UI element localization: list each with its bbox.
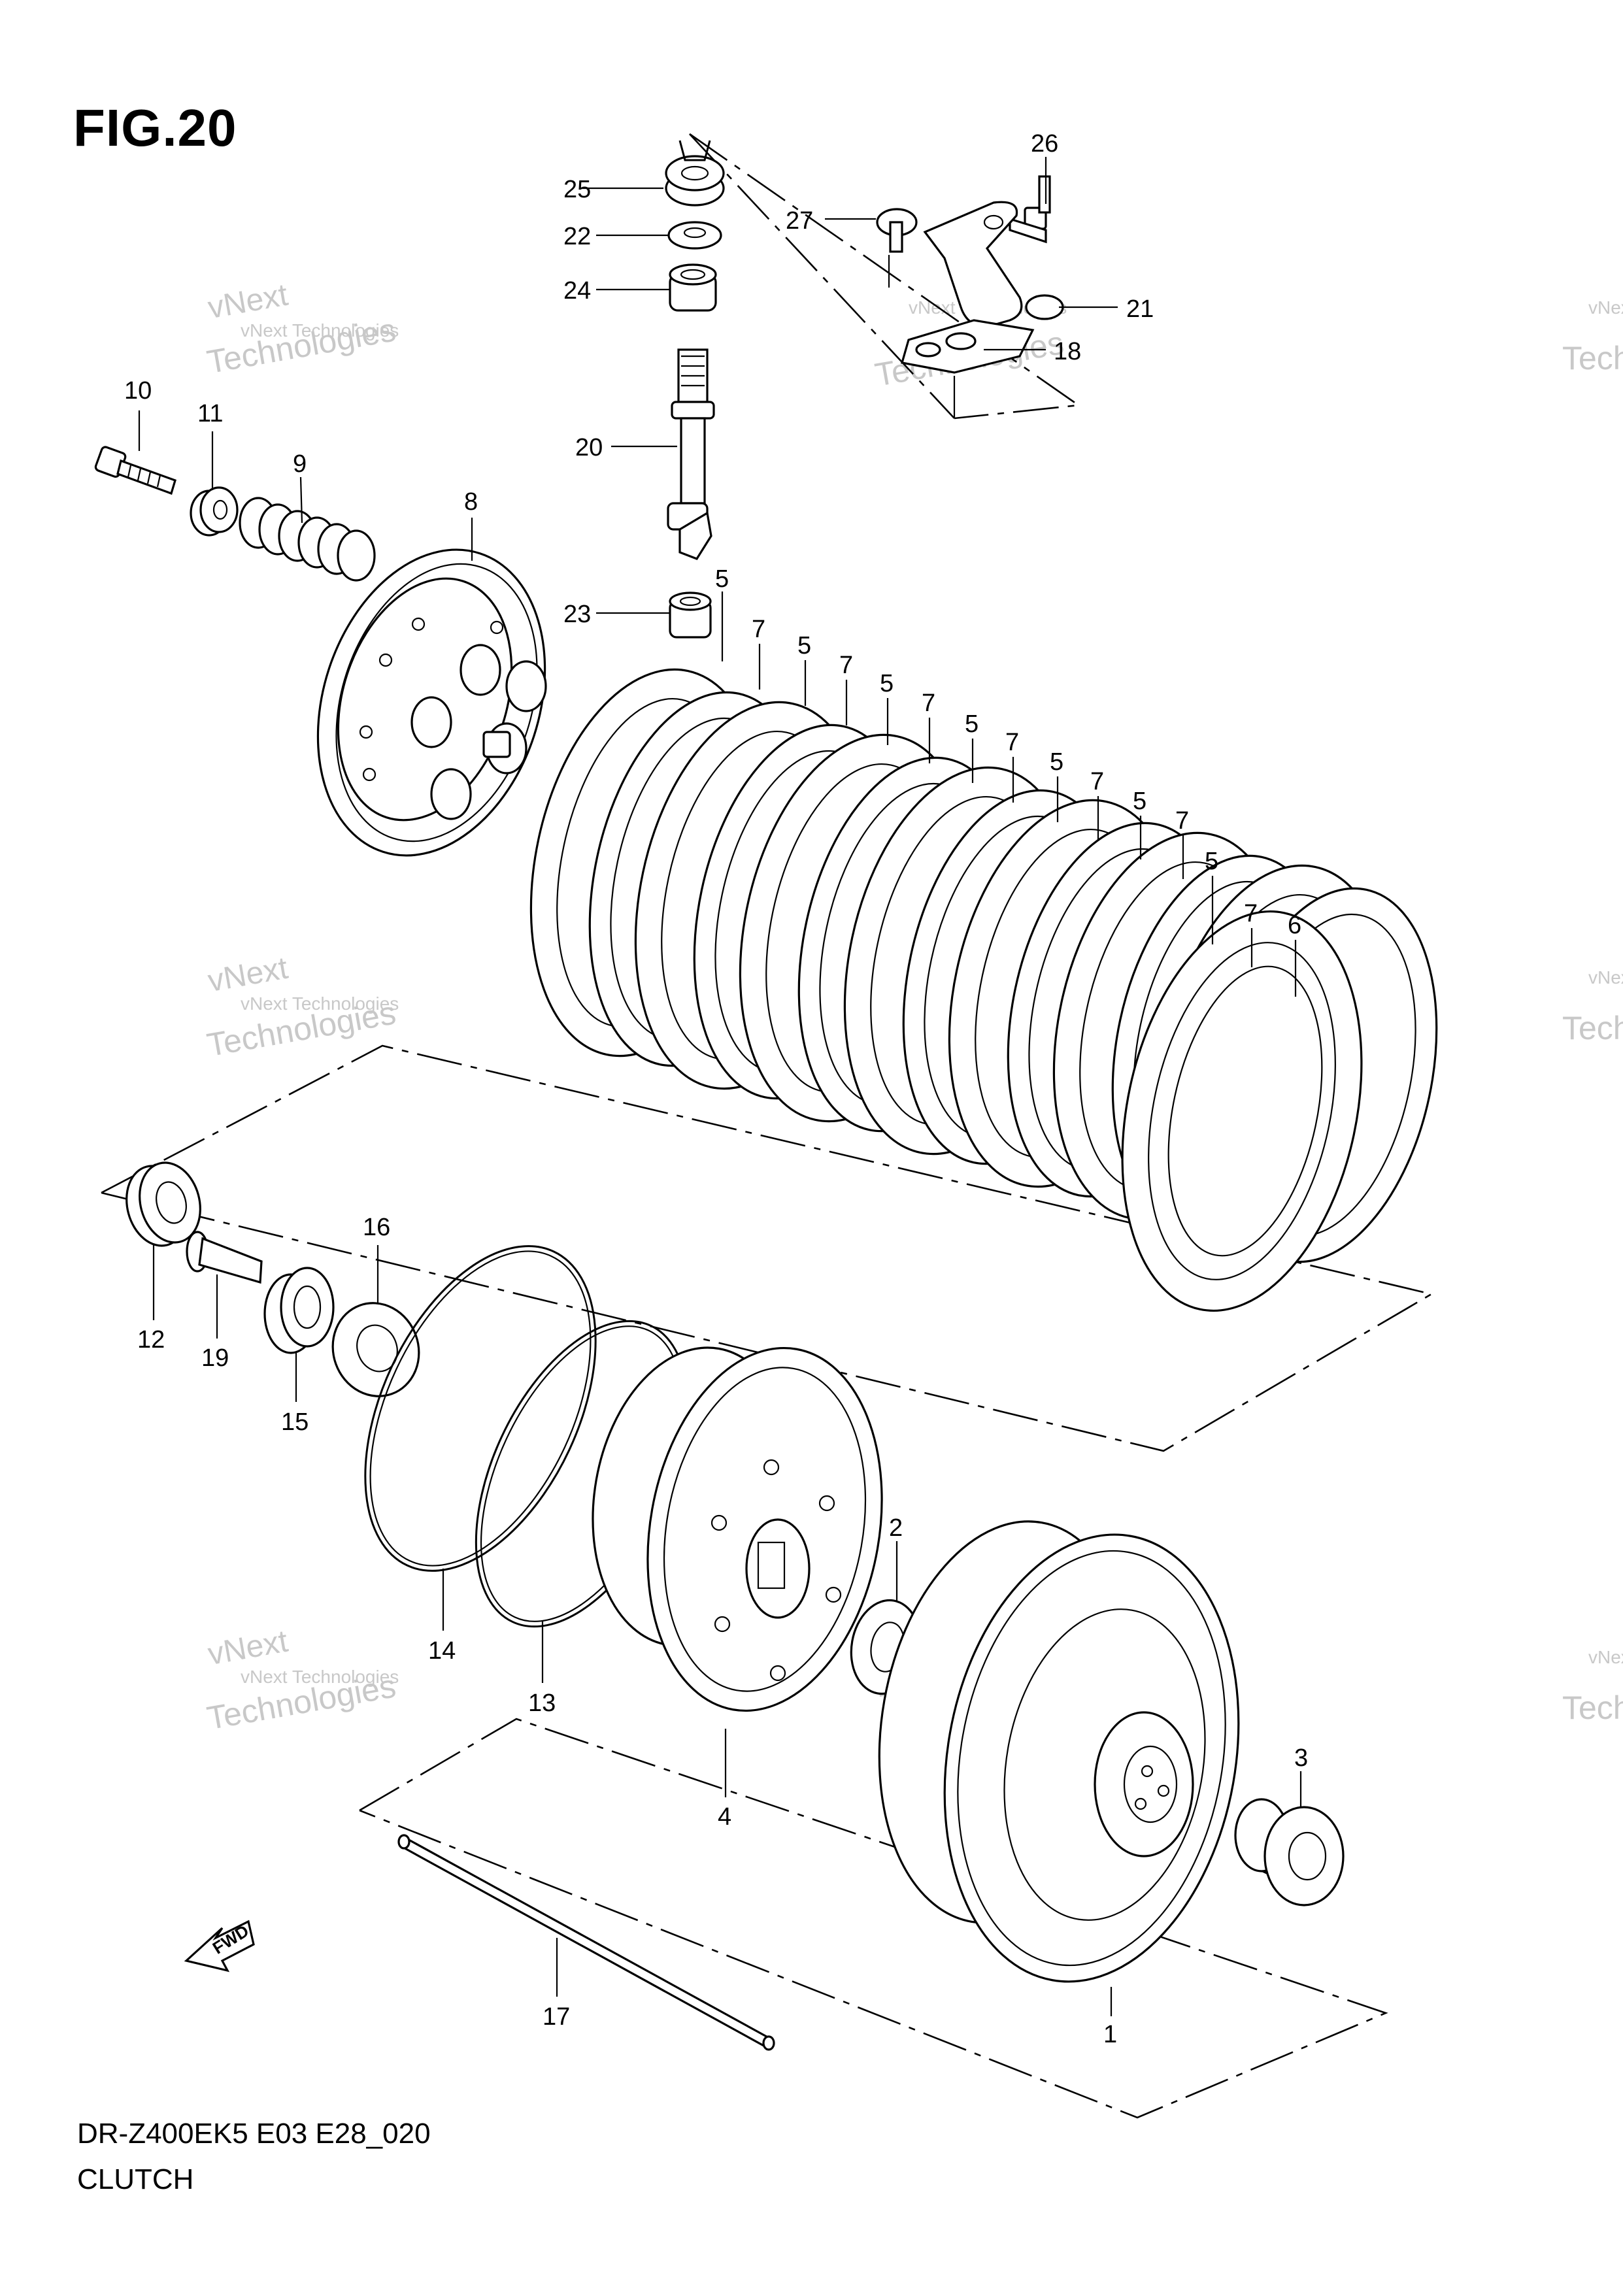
part-15-spacer [263,1267,335,1354]
watermark-text: Technologies [1562,1689,1623,1726]
part-16-washer [331,1302,420,1397]
callout-11: 11 [197,400,223,427]
callout-7: 7 [1244,900,1258,927]
callout-5: 5 [1133,788,1146,815]
boundary-release-arm [689,133,1081,420]
callout-19: 19 [201,1344,229,1372]
watermark-text: vNext [205,1624,290,1672]
callout-16: 16 [363,1214,390,1241]
callout-22: 22 [563,223,591,250]
watermark-text: vNext Technologies [241,320,399,341]
callout-12: 12 [137,1326,165,1354]
part-20-release-shaft [667,348,715,560]
watermark-text: vNext Technologies [241,1667,399,1687]
part-10-bolt [94,446,176,495]
part-25-bearing [665,140,725,207]
watermark-text: vNext Technologies [1588,967,1623,988]
leader-lines [138,157,1302,2016]
callout-25: 25 [563,176,591,203]
callout-26: 26 [1031,130,1058,158]
callout-8: 8 [464,488,478,516]
callout-13: 13 [528,1689,556,1717]
callout-labels: 25 22 24 20 23 27 26 21 18 10 11 9 8 5 7… [124,130,1308,2048]
watermark-text: Technologies [1562,1010,1623,1046]
part-23-needle-bearing [669,591,712,639]
part-18-plate [900,319,1035,374]
callout-1: 1 [1103,2021,1117,2048]
callout-9: 9 [293,450,307,478]
callout-10: 10 [124,377,152,405]
part-24-needle-bearing [669,263,717,312]
figure-title: FIG.20 [73,99,237,157]
callout-7: 7 [922,690,935,717]
part-4-clutch-hub [592,1346,883,1712]
callout-7: 7 [1005,729,1019,756]
part-17-push-rod [397,1834,775,2051]
watermark-text: vNext [205,951,290,999]
watermark-text: vNext Technologies [241,993,399,1014]
callout-4: 4 [718,1803,731,1831]
watermark-text: vNext [205,278,290,326]
watermark-text: Technologies [1562,340,1623,376]
callout-18: 18 [1054,338,1081,365]
callout-5: 5 [1205,848,1218,875]
callout-14: 14 [428,1637,456,1665]
model-code: DR-Z400EK5 E03 E28_020 [77,2118,431,2150]
drive-plate-6 [1121,910,1363,1312]
watermark-text: vNext Technologies [1588,1647,1623,1667]
part-21-release-arm [923,201,1064,328]
callout-7: 7 [1090,768,1104,795]
part-3-spacer [1234,1798,1345,1906]
watermark-text: vNext Technologies [1588,297,1623,318]
boundary-release-arm [689,133,955,419]
callout-7: 7 [1175,807,1189,835]
callout-15: 15 [281,1408,309,1436]
callout-3: 3 [1294,1744,1308,1772]
part-19-pin [186,1231,263,1284]
callout-5: 5 [1050,748,1063,776]
part-26-bolt [1009,175,1051,244]
part-27-screw [876,208,918,253]
callout-5: 5 [797,632,811,659]
part-9-spring [239,497,376,582]
callout-23: 23 [563,601,591,628]
callout-7: 7 [752,616,765,643]
section-name: CLUTCH [77,2163,194,2195]
callout-5: 5 [965,710,979,738]
callout-24: 24 [563,277,591,305]
part-1-clutch-housing [878,1520,1240,1983]
callout-2: 2 [889,1514,903,1542]
callout-5: 5 [715,565,729,593]
part-14-ring [364,1245,597,1572]
callout-17: 17 [543,2003,570,2031]
part-12-bearing [125,1161,201,1247]
callout-5: 5 [880,670,894,697]
callout-6: 6 [1288,912,1301,939]
part-22-washer [667,221,722,250]
callout-21: 21 [1126,295,1154,323]
callout-7: 7 [839,652,853,679]
callout-20: 20 [575,434,603,461]
clutch-plate-stack [529,668,1438,1312]
fwd-arrow-icon: FWD [184,1920,255,1972]
part-11-spacer [190,486,239,537]
callout-27: 27 [786,207,813,235]
boundary-housing [359,1718,1388,2119]
part-8-pressure-plate [316,548,547,857]
